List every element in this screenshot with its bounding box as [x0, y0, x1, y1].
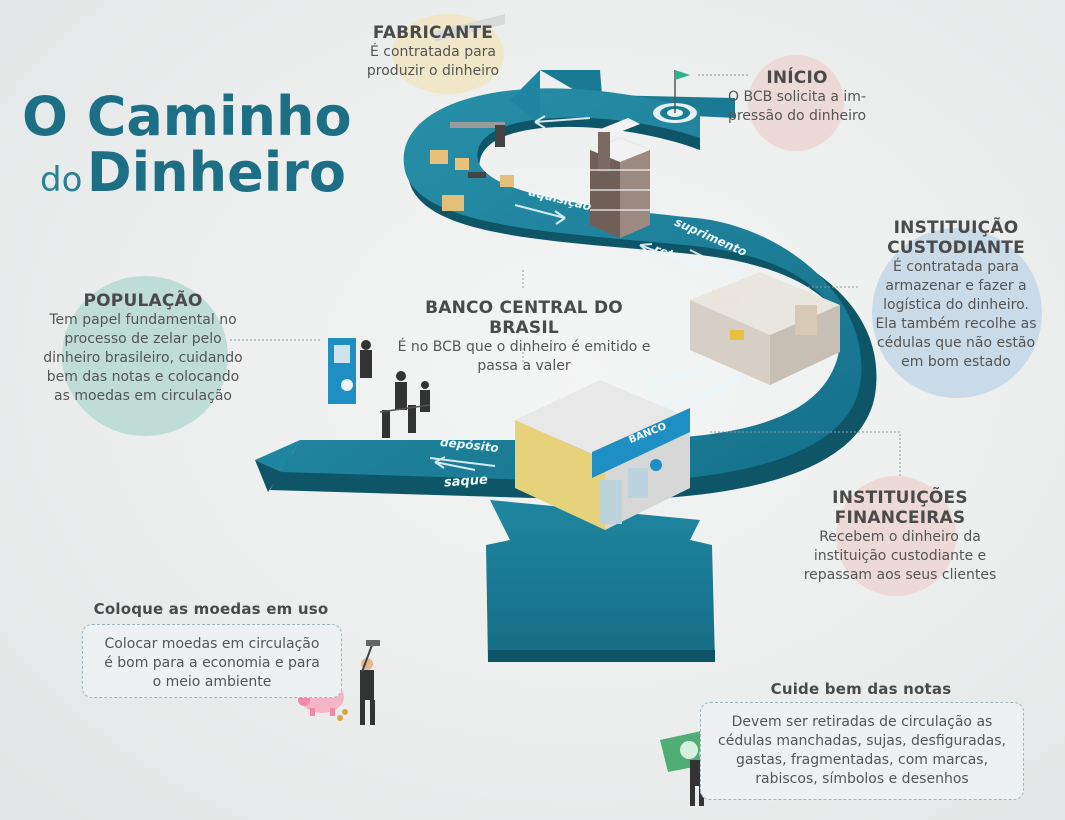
factory-area — [430, 14, 514, 211]
warehouse — [690, 272, 840, 385]
custodiante-line: em bom estado — [901, 354, 1011, 370]
central-bank-building — [590, 118, 650, 238]
page-title: O Caminho do Dinheiro — [22, 85, 352, 201]
notas-heading: Cuide bem das notas — [770, 680, 952, 698]
bcb-text-1: É no BCB que o dinheiro é emitido e — [397, 339, 651, 355]
dollar-stem — [486, 500, 715, 662]
moedas-line: Colocar moedas em circulação — [104, 636, 320, 652]
notas-line: cédulas manchadas, sujas, desfiguradas, — [718, 733, 1006, 749]
custodiante-label: INSTITUIÇÃO CUSTODIANTE É contratada par… — [858, 218, 1054, 372]
populacao-line: dinheiro brasileiro, cuidando — [43, 350, 243, 366]
notas-line: gastas, fragmentadas, com marcas, — [735, 752, 989, 768]
track-top — [282, 88, 862, 482]
inicio-text-1: O BCB solicita a im- — [727, 89, 866, 105]
bank-building — [515, 380, 690, 530]
financeiras-line: Recebem o dinheiro da — [819, 529, 981, 545]
bcb-heading: BANCO CENTRAL DO BRASIL — [425, 298, 623, 338]
populacao-line: processo de zelar pelo — [64, 331, 222, 347]
custodiante-circle — [872, 228, 1042, 398]
bcb-text-2: passa a valer — [477, 358, 571, 374]
inicio-heading: INÍCIO — [766, 68, 828, 88]
title-line-2-main: Dinheiro — [86, 141, 346, 204]
custodiante-heading-1: INSTITUIÇÃO — [893, 218, 1019, 238]
financeiras-heading-1: INSTITUIÇÕES — [832, 488, 968, 508]
moedas-line: é bom para a economia e para — [104, 655, 320, 671]
notas-box: Devem ser retiradas de circulação as céd… — [700, 702, 1024, 800]
atm-and-people — [328, 338, 431, 438]
moedas-line: o meio ambiente — [152, 674, 272, 690]
fabricante-heading: FABRICANTE — [372, 23, 494, 43]
title-line-2-prefix: do — [40, 160, 83, 200]
notas-line: rabiscos, símbolos e desenhos — [755, 771, 969, 787]
financeiras-label: INSTITUIÇÕES FINANCEIRAS Recebem o dinhe… — [790, 488, 1010, 585]
fabricante-text-1: É contratada para — [369, 44, 497, 60]
fabricante-label: FABRICANTE É contratada para produzir o … — [343, 23, 523, 81]
flow-saque-left: saque — [443, 472, 489, 491]
title-line-1: O Caminho — [22, 85, 352, 148]
financeiras-circle — [836, 476, 956, 596]
populacao-line: bem das notas e colocando — [46, 369, 240, 385]
track-side — [270, 97, 877, 501]
moedas-heading: Coloque as moedas em uso — [93, 600, 329, 618]
start-target — [653, 70, 697, 123]
populacao-heading: POPULAÇÃO — [83, 291, 203, 311]
inicio-circle — [748, 55, 844, 151]
populacao-circle — [62, 276, 228, 436]
notas-line: Devem ser retiradas de circulação as — [731, 714, 993, 730]
custodiante-line: É contratada para — [892, 259, 1020, 275]
financeiras-line: instituição custodiante e — [813, 548, 987, 564]
financeiras-heading-2: FINANCEIRAS — [834, 508, 966, 528]
inicio-text-2: pressão do dinheiro — [727, 108, 867, 124]
inicio-label: INÍCIO O BCB solicita a im- pressão do d… — [712, 68, 882, 126]
populacao-line: as moedas em circulação — [54, 388, 232, 404]
custodiante-heading-2: CUSTODIANTE — [887, 238, 1025, 258]
custodiante-line: Ela também recolhe as — [875, 316, 1037, 332]
financeiras-line: repassam aos seus clientes — [803, 567, 997, 583]
populacao-label: POPULAÇÃO Tem papel fundamental no proce… — [38, 291, 248, 406]
bcb-label: BANCO CENTRAL DO BRASIL É no BCB que o d… — [390, 298, 658, 376]
populacao-line: Tem papel fundamental no — [49, 312, 237, 328]
custodiante-line: cédulas que não estão — [876, 335, 1036, 351]
fabricante-text-2: produzir o dinheiro — [366, 63, 500, 79]
moedas-box: Colocar moedas em circulação é bom para … — [82, 624, 342, 698]
custodiante-line: armazenar e fazer a — [885, 278, 1027, 294]
custodiante-line: logística do dinheiro. — [883, 297, 1029, 313]
